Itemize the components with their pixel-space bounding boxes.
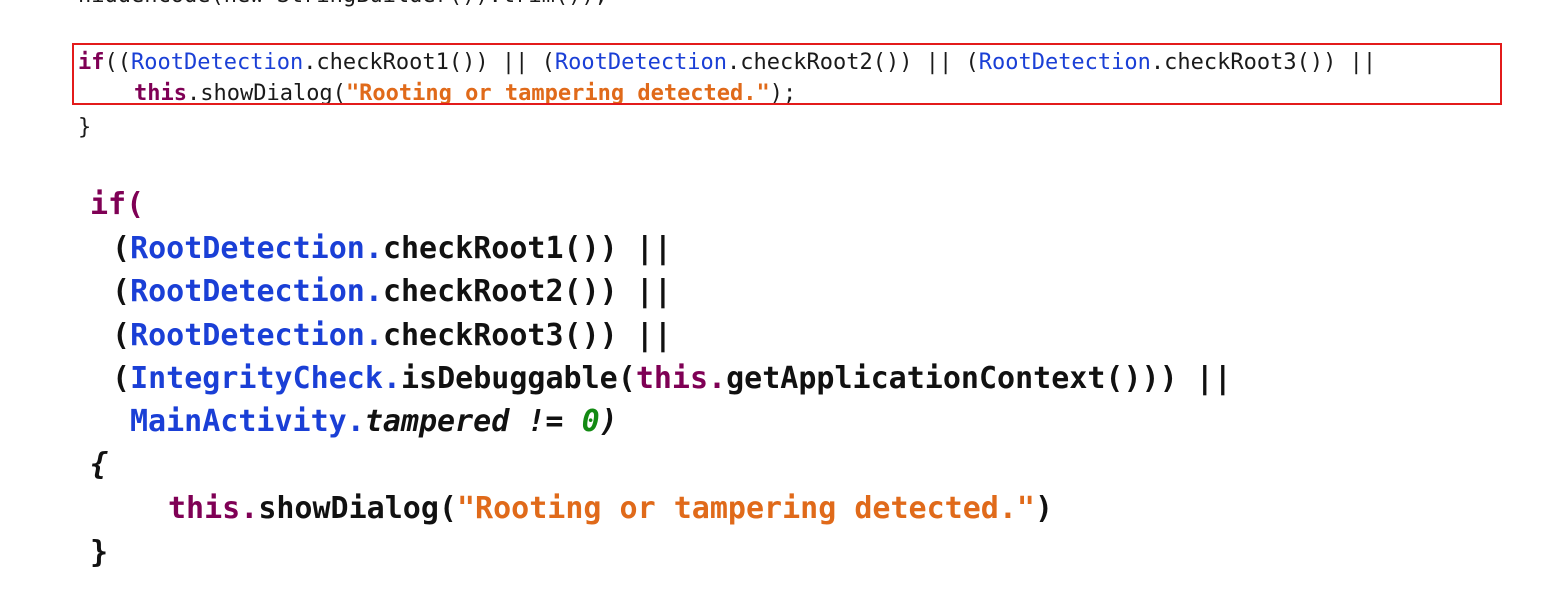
field-name: tampered != (364, 404, 582, 439)
big-code-condition-5: MainActivity.tampered != 0) (130, 400, 618, 443)
big-code-close-brace: } (90, 531, 108, 574)
code-token: checkRoot2()) || (382, 274, 672, 309)
keyword-if: if (78, 50, 105, 75)
big-code-condition-2: (RootDetection.checkRoot2()) || (112, 270, 672, 313)
paren-token: ( (112, 361, 131, 396)
class-name: IntegrityCheck. (130, 361, 401, 396)
class-name: RootDetection (978, 50, 1151, 75)
big-code-body-dialog: this.showDialog("Rooting or tampering de… (168, 487, 1053, 530)
class-name: MainActivity. (130, 404, 365, 439)
paren-token: ) (1034, 491, 1054, 526)
small-code-closing-brace: } (78, 112, 91, 143)
brace-token: { (90, 447, 109, 482)
code-token: checkRoot3()) || (382, 318, 672, 353)
cut-off-text: hiddenCode(new StringBuilder()).trim()); (78, 0, 608, 8)
code-token: getApplicationContext())) || (726, 361, 1232, 396)
paren-token: ( (112, 231, 131, 266)
red-highlight-box (72, 43, 1502, 105)
paren-token: ( (126, 187, 145, 222)
code-token: showDialog( (258, 491, 457, 526)
string-literal: "Rooting or tampering detected." (345, 81, 770, 106)
big-code-line-if: if( (90, 183, 144, 226)
class-name: RootDetection (131, 50, 304, 75)
class-name: RootDetection. (130, 274, 383, 309)
paren-token: ( (112, 318, 131, 353)
keyword-if: if (90, 187, 127, 222)
code-token: .showDialog( (186, 81, 346, 106)
brace-token: } (90, 535, 109, 570)
cut-off-code-line: hiddenCode(new StringBuilder()).trim()); (78, 0, 608, 14)
keyword-this: this. (635, 361, 727, 396)
code-token: (( (104, 50, 132, 75)
big-code-condition-3: (RootDetection.checkRoot3()) || (112, 314, 672, 357)
small-code-line-dialog: this.showDialog("Rooting or tampering de… (134, 78, 796, 109)
keyword-this: this (134, 81, 187, 106)
small-code-line-if: if((RootDetection.checkRoot1()) || (Root… (78, 47, 1376, 78)
keyword-this: this. (168, 491, 259, 526)
paren-token: ( (112, 274, 131, 309)
big-code-condition-1: (RootDetection.checkRoot1()) || (112, 227, 672, 270)
big-code-open-brace: { (90, 443, 108, 486)
class-name: RootDetection. (130, 231, 383, 266)
code-token: .checkRoot1()) || ( (303, 50, 555, 75)
code-token: ); (769, 81, 797, 106)
code-token: .checkRoot2()) || ( (727, 50, 979, 75)
brace-token: } (78, 115, 92, 140)
string-literal: "Rooting or tampering detected." (457, 491, 1035, 526)
class-name: RootDetection (554, 50, 728, 75)
big-code-condition-4: (IntegrityCheck.isDebuggable(this.getApp… (112, 357, 1232, 400)
code-token: isDebuggable( (401, 361, 636, 396)
code-token: checkRoot1()) || (382, 231, 672, 266)
class-name: RootDetection. (130, 318, 383, 353)
number-literal: 0 (581, 404, 600, 439)
paren-token: ) (599, 404, 618, 439)
code-token: .checkRoot3()) || (1150, 50, 1377, 75)
